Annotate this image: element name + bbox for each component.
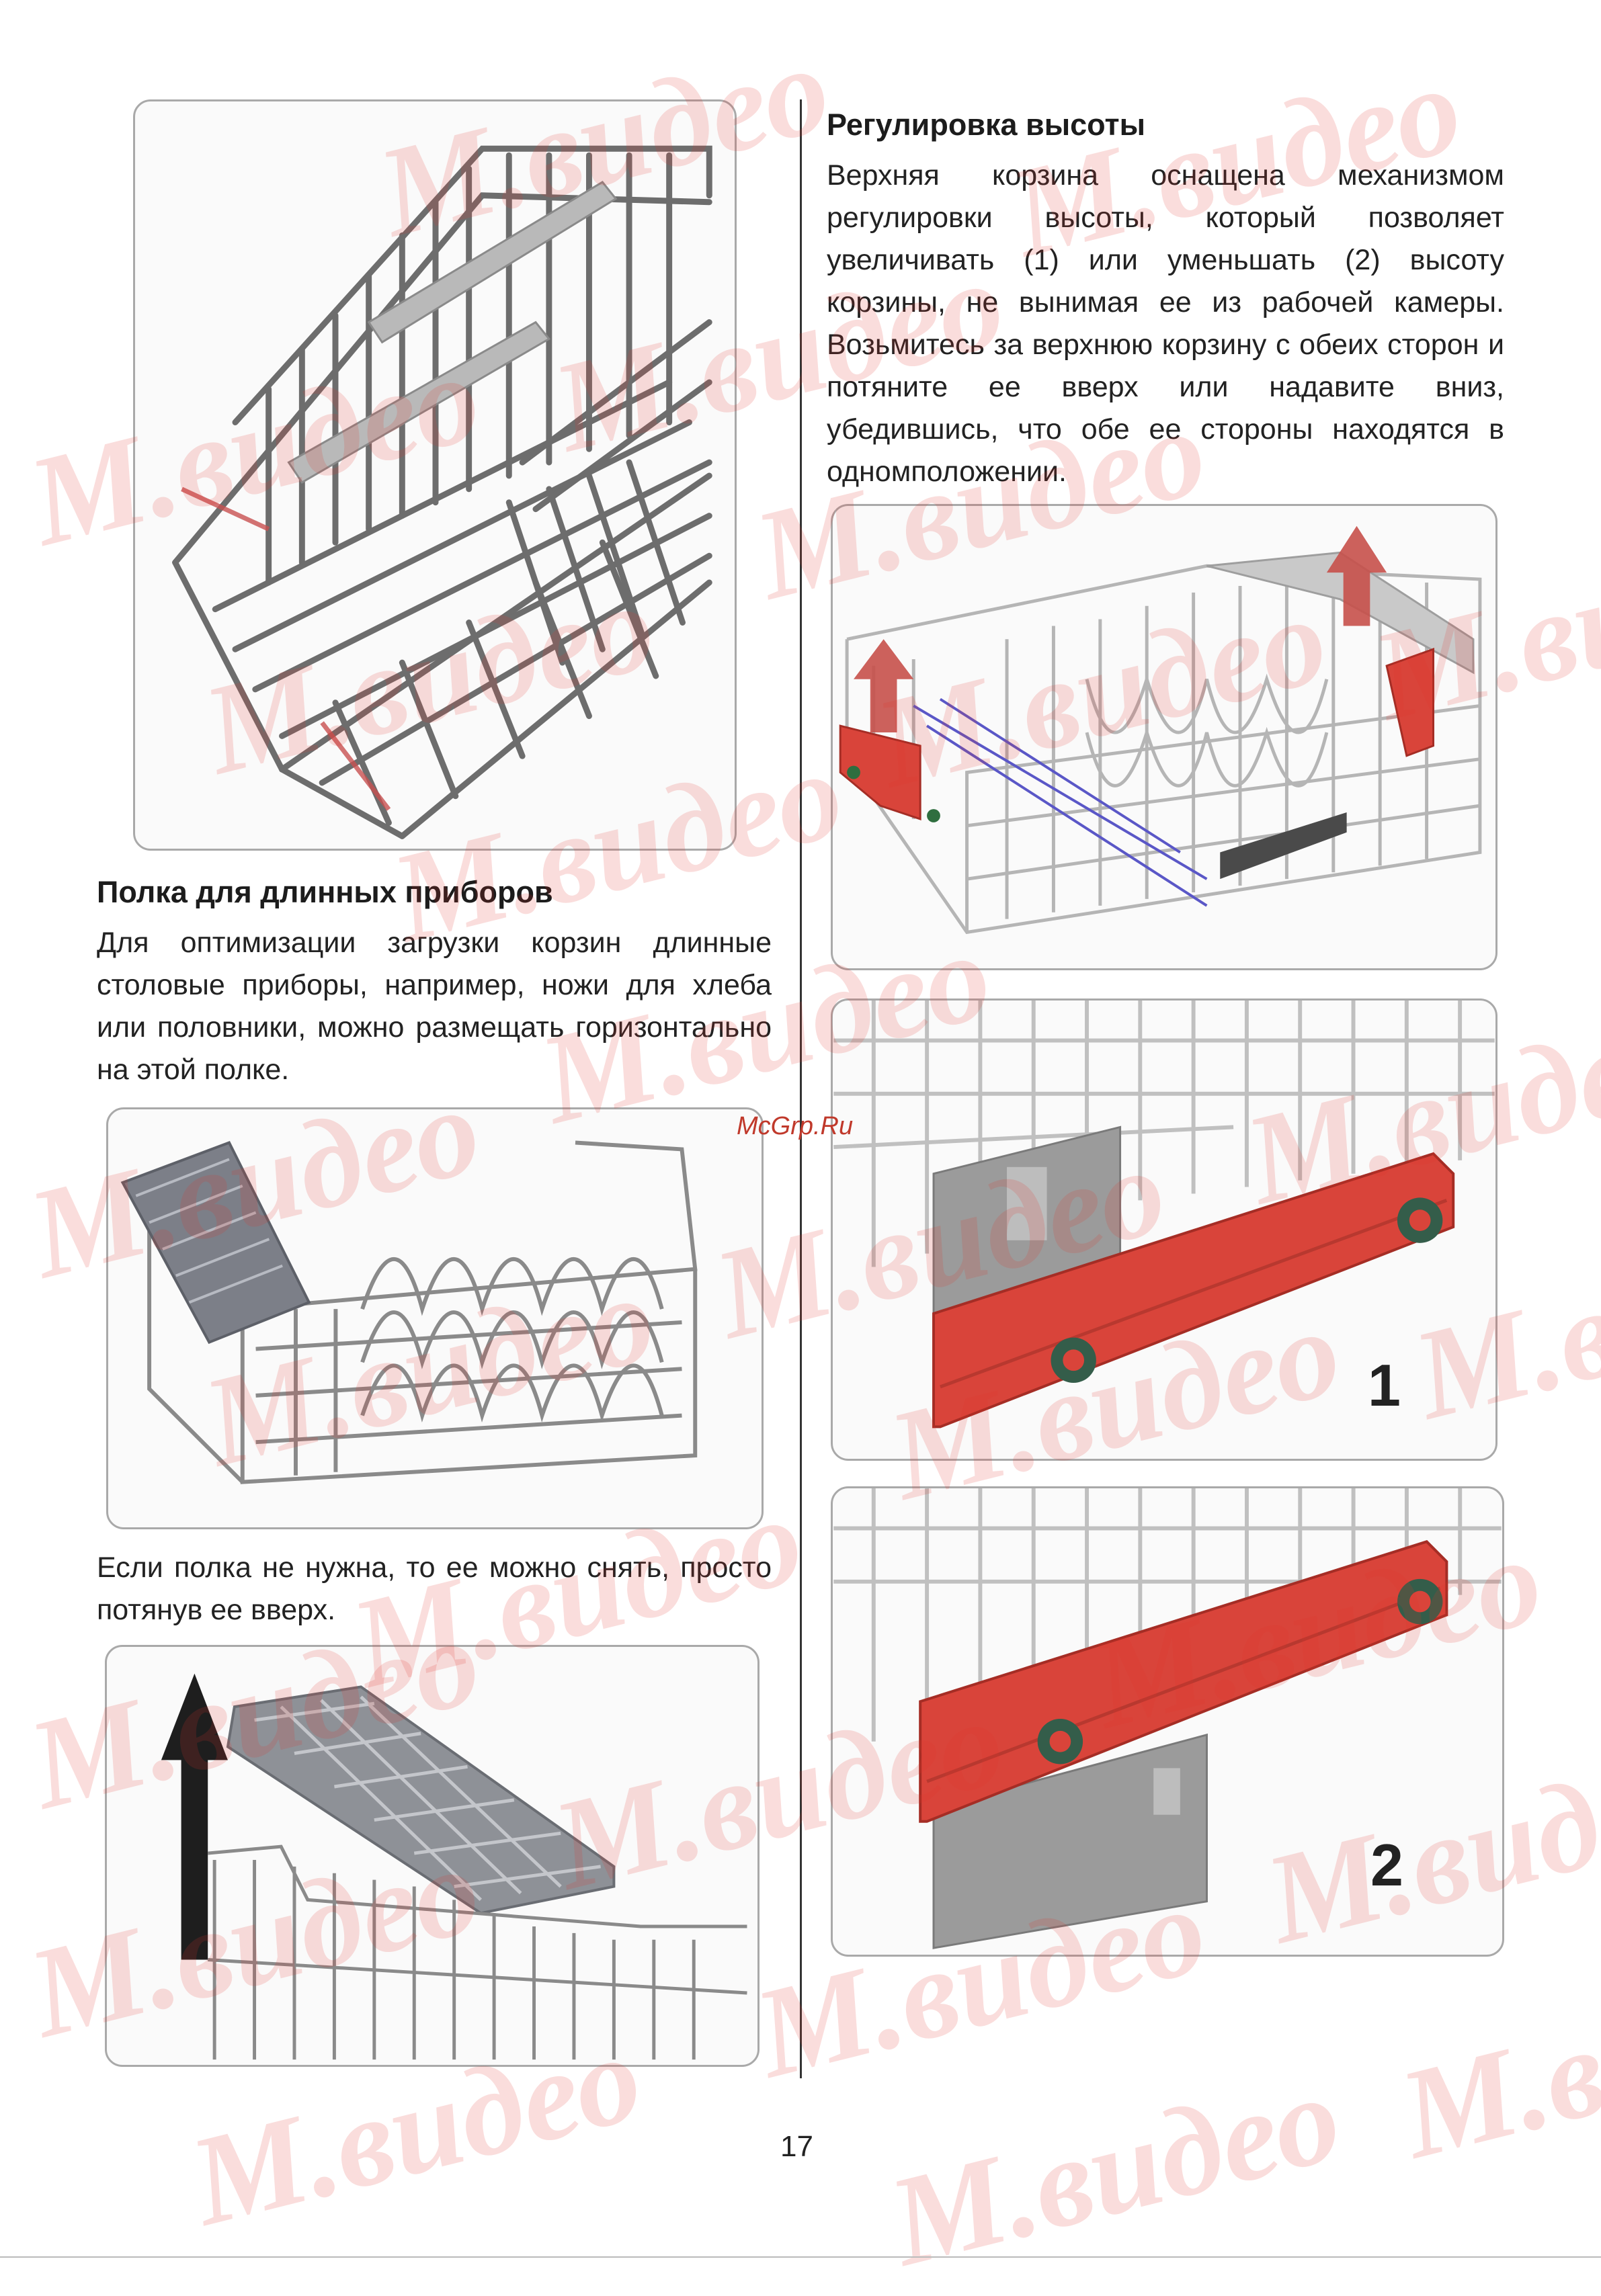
page-number: 17	[780, 2130, 813, 2163]
figure-upper-basket	[133, 99, 737, 851]
site-mark: McGrp.Ru	[737, 1112, 854, 1140]
figure-adjuster-lowered: 2	[831, 1486, 1504, 1957]
up-arrow-icon	[161, 1673, 228, 1960]
shelf-removal-illustration	[161, 1673, 747, 2060]
up-arrow-left-icon	[854, 639, 914, 733]
figure-label-1: 1	[1368, 1352, 1401, 1418]
watermark-logo: M.видео	[876, 2046, 1354, 2293]
figure-height-adjuster-overview	[831, 504, 1497, 970]
paragraph-height-adjustment: Верхняя корзина оснащена механизмом регу…	[827, 159, 1504, 488]
up-arrow-right-icon	[1326, 525, 1387, 626]
figure-shelf-removal	[105, 1645, 760, 2067]
bottom-scan-edge	[0, 2256, 1601, 2258]
adjuster-lowered-illustration	[833, 1488, 1502, 1949]
upper-basket-illustration	[172, 145, 712, 839]
figure-label-2: 2	[1370, 1832, 1403, 1898]
watermark-logo: M.видео	[1387, 1939, 1601, 2186]
paragraph-long-cutlery-shelf: Для оптимизации загрузки корзин длинные …	[97, 927, 772, 1086]
height-adjuster-overview-illustration	[839, 525, 1482, 935]
adjuster-raised-illustration	[833, 1001, 1495, 1429]
column-divider	[800, 99, 802, 2078]
basket-with-shelf-illustration	[120, 1140, 698, 1484]
section-heading-height-adjustment: Регулировка высоты	[827, 108, 1145, 142]
figure-adjuster-raised: 1	[831, 998, 1497, 1461]
section-heading-long-cutlery-shelf: Полка для длинных приборов	[97, 875, 553, 909]
paragraph-remove-shelf: Если полка не нужна, то ее можно снять, …	[97, 1551, 772, 1626]
figure-basket-with-shelf	[106, 1107, 764, 1529]
